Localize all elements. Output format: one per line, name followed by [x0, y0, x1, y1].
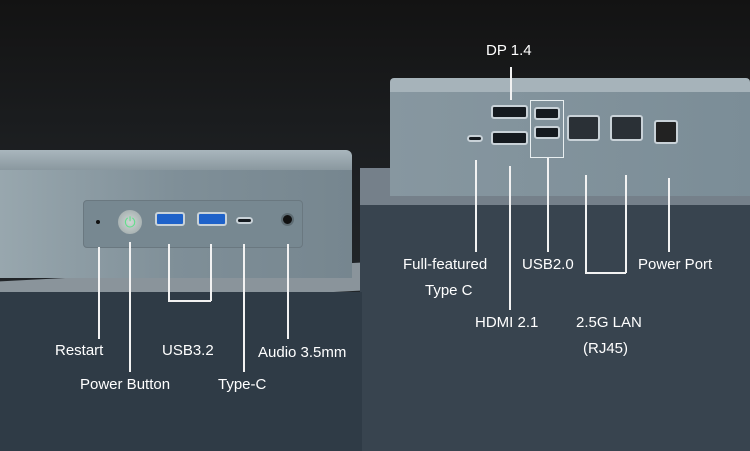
right-pedestal-front: [360, 205, 750, 451]
leader-lan-b: [625, 175, 627, 273]
leader-dp: [510, 67, 512, 100]
type-c-port[interactable]: [236, 217, 253, 224]
hdmi-port[interactable]: [491, 131, 528, 145]
port-panel: [83, 200, 303, 248]
left-pedestal-front: [0, 292, 362, 451]
leader-usb20: [547, 158, 549, 252]
label-restart: Restart: [55, 342, 104, 359]
type-c-port[interactable]: [467, 135, 483, 142]
label-lan-1: 2.5G LAN: [576, 314, 642, 331]
dp-port[interactable]: [491, 105, 528, 119]
usb32-port-2[interactable]: [197, 212, 227, 226]
leader-lan-a: [585, 175, 587, 273]
label-usb20: USB2.0: [522, 256, 574, 273]
leader-usb32-h: [168, 300, 211, 302]
usb20-bracket: [530, 100, 564, 158]
leader-type-c-right: [475, 160, 477, 252]
label-type-c-1: Full-featured: [403, 256, 488, 273]
leader-usb32-a: [168, 244, 170, 301]
label-lan-2: (RJ45): [583, 340, 629, 357]
audio-jack[interactable]: [281, 213, 294, 226]
leader-hdmi: [509, 166, 511, 310]
leader-lan-h: [585, 272, 626, 274]
leader-audio: [287, 244, 289, 339]
lid: [0, 150, 352, 170]
right-mini-pc: [390, 78, 750, 196]
label-type-c: Type-C: [218, 376, 267, 393]
left-mini-pc: ⏻: [0, 150, 352, 278]
restart-pinhole[interactable]: [96, 220, 100, 224]
leader-restart: [98, 247, 100, 339]
power-button-icon[interactable]: ⏻: [118, 210, 142, 234]
label-hdmi: HDMI 2.1: [475, 314, 539, 331]
leader-power-port: [668, 178, 670, 252]
label-power-port: Power Port: [638, 256, 713, 273]
usb32-port-1[interactable]: [155, 212, 185, 226]
leader-usb32-b: [210, 244, 212, 301]
lan-port-1[interactable]: [567, 115, 600, 141]
lid: [390, 78, 750, 92]
label-power-button: Power Button: [80, 376, 171, 393]
leader-power: [129, 242, 131, 372]
lan-port-2[interactable]: [610, 115, 643, 141]
dc-power-jack[interactable]: [654, 120, 678, 144]
rear-panel: [390, 92, 750, 196]
label-usb32: USB3.2: [162, 342, 214, 359]
label-dp: DP 1.4: [486, 42, 532, 59]
label-audio: Audio 3.5mm: [258, 344, 347, 361]
leader-type-c: [243, 244, 245, 372]
label-type-c-2: Type C: [425, 282, 473, 299]
usb20-port-1[interactable]: [534, 107, 560, 120]
usb20-port-2[interactable]: [534, 126, 560, 139]
